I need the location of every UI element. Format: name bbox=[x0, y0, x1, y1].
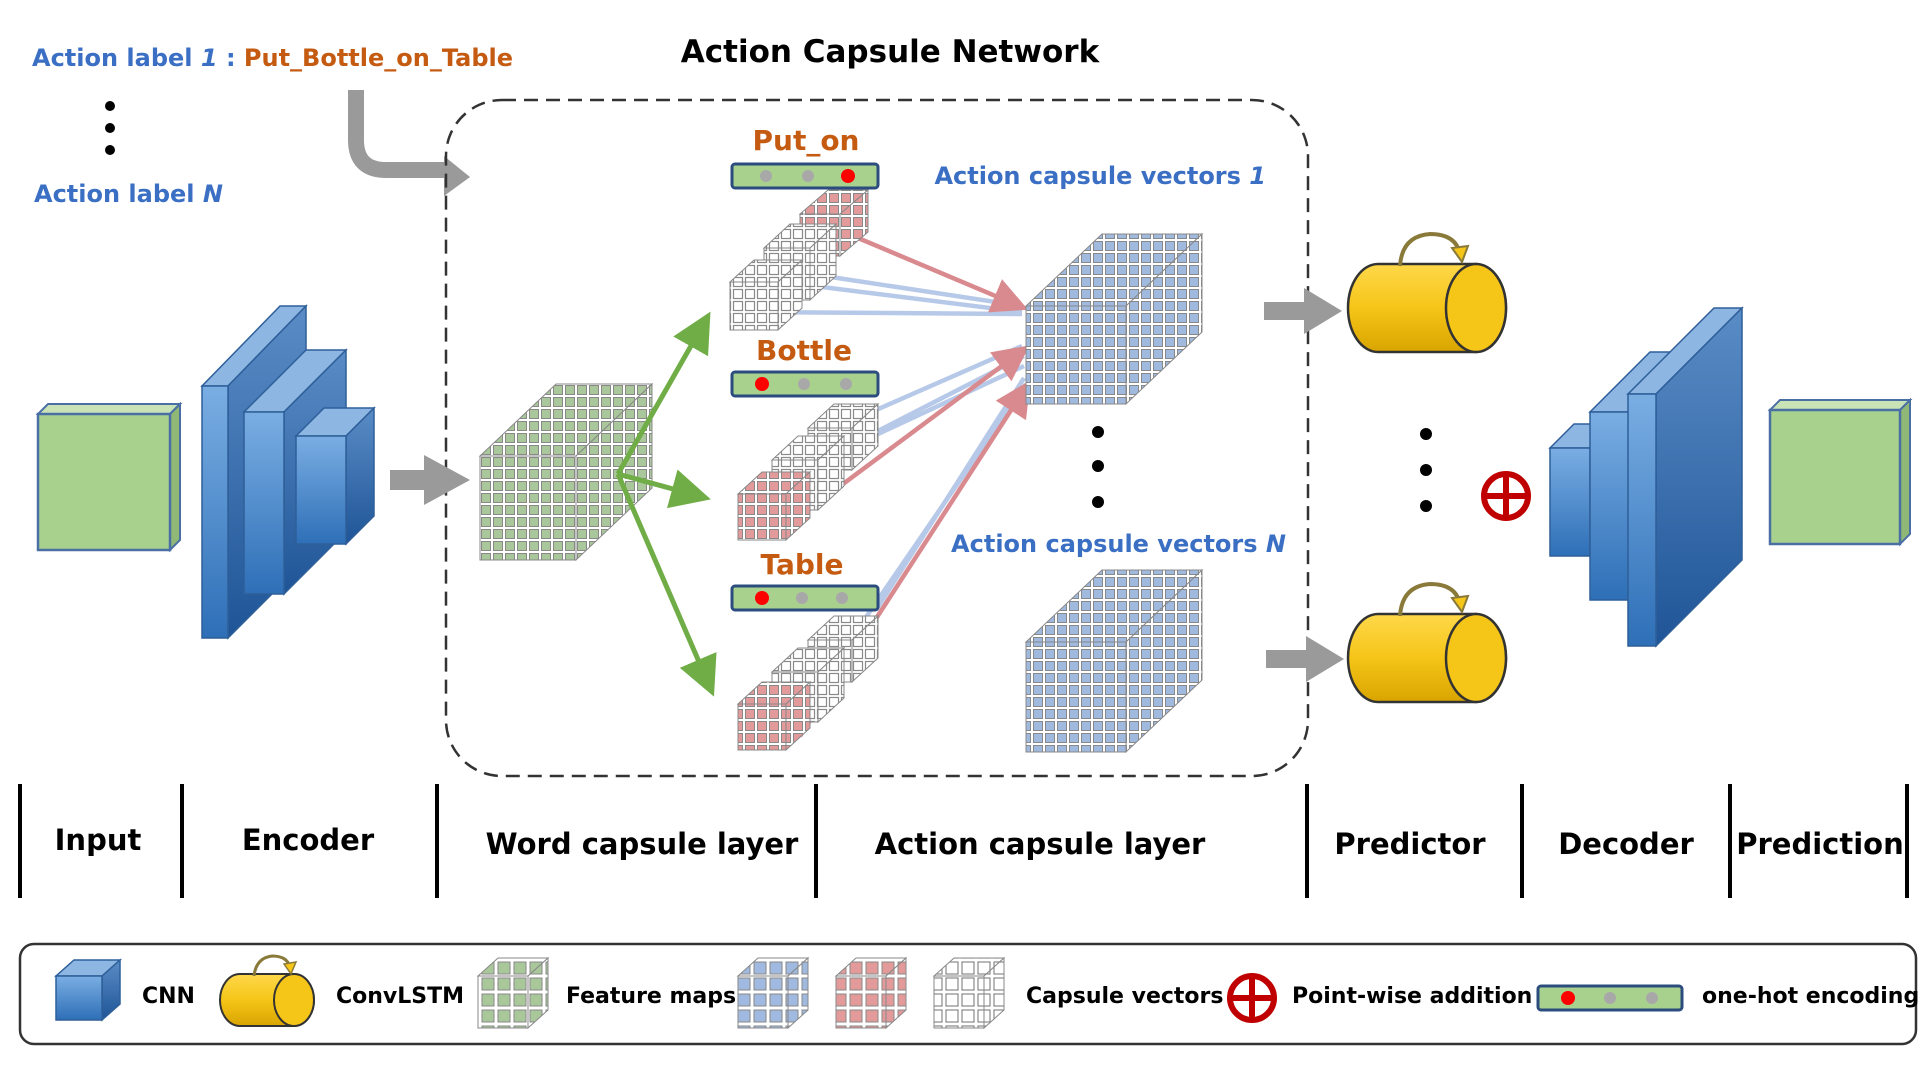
acv1-text: Action capsule vectors bbox=[934, 162, 1249, 190]
section-label-word-capsule-layer: Word capsule layer bbox=[486, 827, 799, 861]
convlstm-1 bbox=[1346, 231, 1508, 354]
action-label-bottom: Action label N bbox=[34, 180, 223, 208]
section-label-action-capsule-layer: Action capsule layer bbox=[875, 827, 1206, 861]
action-label-sep: : bbox=[218, 44, 244, 72]
vertical-ellipsis-labels bbox=[105, 101, 115, 155]
decoder-cnn bbox=[1548, 306, 1744, 648]
encoder-to-features-arrow bbox=[390, 455, 470, 505]
diagram-title: Action Capsule Network bbox=[681, 34, 1101, 70]
section-label-predictor: Predictor bbox=[1334, 827, 1486, 861]
encoder-cnn bbox=[200, 304, 376, 640]
legend-cnn-label: CNN bbox=[142, 984, 195, 1009]
action-label-top: Action label 1 : Put_Bottle_on_Table bbox=[32, 44, 513, 72]
prediction-frame bbox=[1767, 397, 1913, 547]
section-label-input: Input bbox=[55, 823, 142, 857]
legend-convlstm-icon bbox=[219, 954, 315, 1027]
section-label-encoder: Encoder bbox=[242, 823, 375, 857]
legend-convlstm-label: ConvLSTM bbox=[336, 984, 464, 1009]
action-capsule-vectors-1-label: Action capsule vectors 1 bbox=[934, 162, 1266, 190]
onehot-table bbox=[730, 584, 880, 612]
acvn-index: N bbox=[1266, 530, 1286, 558]
action-label-value: Put_Bottle_on_Table bbox=[244, 44, 513, 72]
input-frame bbox=[35, 401, 183, 553]
pointwise-addition-icon bbox=[1481, 471, 1531, 521]
word-capsule-label-bottle: Bottle bbox=[756, 334, 852, 367]
predictor-ellipsis bbox=[1420, 428, 1432, 512]
word-capsule-label-put-on: Put_on bbox=[752, 124, 859, 157]
legend-onehot-label: one-hot encoding bbox=[1702, 984, 1919, 1009]
svg-text:Action label N: Action label N bbox=[34, 180, 223, 208]
section-label-decoder: Decoder bbox=[1558, 827, 1694, 861]
action-capsule-vectors-n bbox=[1024, 568, 1204, 754]
acvn-text: Action capsule vectors bbox=[951, 530, 1266, 558]
section-label-prediction: Prediction bbox=[1736, 827, 1904, 861]
action-capsule-vectors-1 bbox=[1024, 232, 1204, 406]
legend-feature-maps-label: Feature maps bbox=[566, 984, 736, 1009]
legend-capsule-blue-icon bbox=[736, 956, 810, 1030]
svg-text:Action label 1 : Put_Bottle_on: Action label 1 : Put_Bottle_on_Table bbox=[32, 44, 513, 72]
action-label-n-prefix: Action label bbox=[34, 180, 203, 208]
legend-pointwise-addition-label: Point-wise addition bbox=[1292, 984, 1532, 1009]
action-label-index: 1 bbox=[201, 44, 218, 72]
capsule-vectors-bottle bbox=[736, 402, 880, 542]
predictor-arrow-1 bbox=[1264, 288, 1342, 334]
section-dividers bbox=[18, 784, 1909, 898]
action-label-prefix: Action label bbox=[32, 44, 201, 72]
legend-feature-maps-icon bbox=[476, 956, 550, 1030]
action-capsule-ellipsis bbox=[1092, 426, 1104, 508]
legend-capsule-vectors-label: Capsule vectors bbox=[1026, 984, 1224, 1009]
word-capsule-label-table: Table bbox=[760, 548, 843, 581]
action-capsule-network-box bbox=[444, 98, 1310, 778]
legend-capsule-white-icon bbox=[932, 956, 1006, 1030]
legend-capsule-red-icon bbox=[834, 956, 908, 1030]
legend-onehot-icon bbox=[1536, 984, 1684, 1012]
feature-maps-cube bbox=[478, 382, 654, 562]
legend-pointwise-addition-icon bbox=[1227, 973, 1277, 1023]
onehot-put-on bbox=[730, 162, 880, 190]
onehot-bottle bbox=[730, 370, 880, 398]
capsule-vectors-table bbox=[736, 614, 880, 752]
action-capsule-vectors-n-label: Action capsule vectors N bbox=[951, 530, 1286, 558]
legend-cnn-icon bbox=[54, 958, 122, 1022]
action-label-n-index: N bbox=[203, 180, 223, 208]
capsule-vectors-put-on bbox=[728, 188, 870, 332]
label-input-arrow bbox=[348, 90, 470, 196]
predictor-arrow-n bbox=[1266, 636, 1344, 682]
word-capsule-arrows bbox=[615, 311, 717, 697]
convlstm-n bbox=[1346, 581, 1508, 704]
acv1-index: 1 bbox=[1249, 162, 1266, 190]
